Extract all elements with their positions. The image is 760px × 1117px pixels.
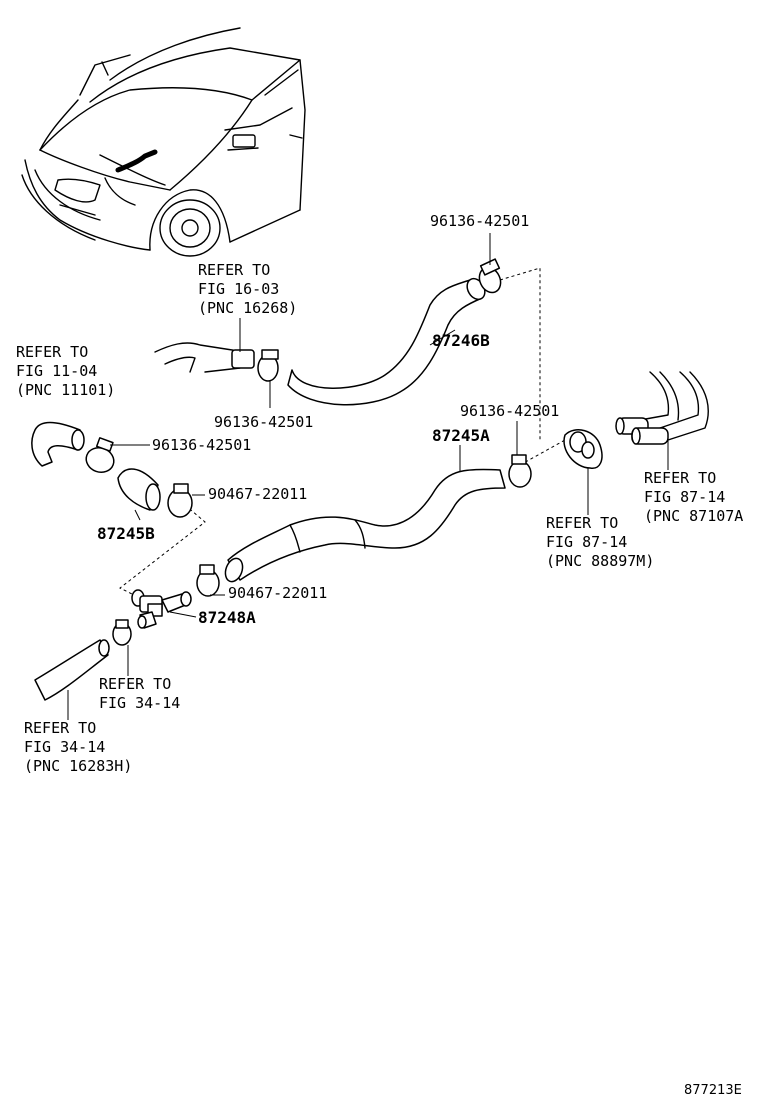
elbow-11-04	[31, 421, 85, 467]
label-refer-34-14-a: REFER TO FIG 34-14	[99, 675, 180, 712]
label-refer-16-03: REFER TO FIG 16-03 (PNC 16268)	[198, 261, 297, 317]
dashed-guide-top	[499, 267, 541, 440]
pn-clamp-90467-a: 90467-22011	[208, 485, 307, 503]
pn-clamp-right: 96136-42501	[460, 402, 559, 420]
svg-text:(PNC 16268): (PNC 16268)	[198, 299, 297, 317]
pn-hose-87246b: 87246B	[432, 331, 490, 350]
label-refer-34-14-b: REFER TO FIG 34-14 (PNC 16283H)	[24, 719, 132, 775]
clamp-90467-a	[167, 483, 193, 518]
clamp-top	[478, 258, 502, 294]
pn-clamp-left: 96136-42501	[152, 436, 251, 454]
car-illustration	[21, 27, 306, 257]
clamp-mid	[257, 349, 279, 382]
pn-valve-87248a: 87248A	[198, 608, 256, 627]
valve-87248a	[131, 589, 192, 629]
svg-text:FIG 87-14: FIG 87-14	[546, 533, 627, 551]
label-refer-87-14-b: REFER TO FIG 87-14 (PNC 87107A	[644, 469, 743, 525]
svg-text:(PNC 16283H): (PNC 16283H)	[24, 757, 132, 775]
pn-hose-87245b: 87245B	[97, 524, 155, 543]
dashed-guide-left	[119, 504, 206, 599]
svg-text:REFER TO: REFER TO	[644, 469, 716, 487]
svg-text:FIG 11-04: FIG 11-04	[16, 362, 97, 380]
svg-text:FIG 87-14: FIG 87-14	[644, 488, 725, 506]
pipe-16-03	[154, 342, 255, 373]
svg-text:(PNC 11101): (PNC 11101)	[16, 381, 115, 399]
svg-text:FIG 34-14: FIG 34-14	[99, 694, 180, 712]
pn-clamp-90467-b: 90467-22011	[228, 584, 327, 602]
hose-87245a	[224, 468, 506, 583]
clamp-90467-b	[196, 564, 220, 597]
clamp-34-14	[112, 619, 132, 646]
svg-text:(PNC 87107A: (PNC 87107A	[644, 507, 743, 525]
pipes-87107a	[615, 371, 709, 445]
label-refer-11-04: REFER TO FIG 11-04 (PNC 11101)	[16, 343, 115, 399]
leader-lines	[67, 233, 669, 720]
hose-16283h	[34, 639, 110, 701]
grommet-88897m	[563, 429, 603, 469]
svg-text:FIG 16-03: FIG 16-03	[198, 280, 279, 298]
svg-text:REFER TO: REFER TO	[24, 719, 96, 737]
svg-text:REFER TO: REFER TO	[198, 261, 270, 279]
clamp-left	[85, 437, 115, 474]
hose-87245b	[117, 468, 161, 511]
figure-code: 877213E	[684, 1083, 742, 1098]
svg-text:REFER TO: REFER TO	[99, 675, 171, 693]
svg-text:FIG 34-14: FIG 34-14	[24, 738, 105, 756]
svg-text:REFER TO: REFER TO	[546, 514, 618, 532]
pn-clamp-top: 96136-42501	[430, 212, 529, 230]
pn-hose-87245a: 87245A	[432, 426, 490, 445]
svg-text:(PNC 88897M): (PNC 88897M)	[546, 552, 654, 570]
label-refer-87-14-a: REFER TO FIG 87-14 (PNC 88897M)	[546, 514, 654, 570]
clamp-right	[508, 454, 532, 488]
svg-text:REFER TO: REFER TO	[16, 343, 88, 361]
pn-clamp-mid: 96136-42501	[214, 413, 313, 431]
dashed-guide-right	[519, 439, 566, 466]
